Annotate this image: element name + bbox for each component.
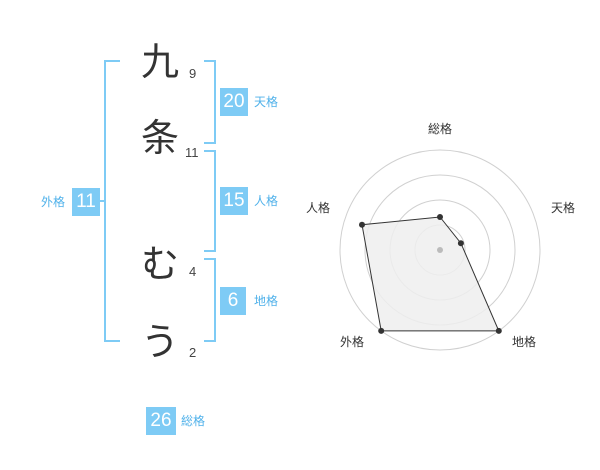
stroke-count-3: 4	[189, 264, 197, 279]
radar-label-jinkaku: 人格	[306, 200, 330, 215]
chikaku-value: 6	[220, 287, 246, 315]
radar-label-soukaku: 総格	[428, 121, 452, 136]
radar-area	[361, 216, 500, 332]
stroke-count-1: 9	[189, 66, 197, 81]
name-char-1: 九	[140, 40, 179, 84]
gaikaku-value: 11	[72, 188, 100, 216]
radar-point-4	[359, 221, 365, 228]
tenkaku-label: 天格	[254, 95, 279, 109]
radar-ring	[339, 149, 541, 351]
radar-point-1	[457, 240, 464, 247]
name-char-2: 条	[140, 116, 179, 160]
stroke-count-4: 2	[189, 345, 197, 360]
soukaku-label: 総格	[181, 414, 206, 428]
radar-label-gaikaku: 外格	[340, 334, 364, 349]
name-char-4: う	[140, 320, 179, 364]
gaikaku-connector	[100, 200, 106, 202]
soukaku-value: 26	[146, 407, 176, 435]
tenkaku-value: 20	[220, 88, 248, 116]
chikaku-bracket	[204, 258, 216, 342]
radar-label-tenkaku: 天格	[551, 200, 575, 215]
tenkaku-bracket	[204, 60, 216, 144]
gaikaku-label: 外格	[41, 195, 66, 209]
stroke-count-2: 11	[185, 145, 199, 160]
radar-point-0	[437, 214, 443, 220]
jinkaku-bracket	[204, 150, 216, 252]
radar-center-dot	[437, 247, 443, 253]
jinkaku-value: 15	[220, 187, 248, 215]
radar-point-2	[495, 327, 502, 334]
radar-label-chikaku: 地格	[512, 334, 536, 349]
chikaku-label: 地格	[254, 294, 279, 308]
jinkaku-label: 人格	[254, 194, 279, 208]
radar-point-3	[378, 327, 385, 334]
name-char-3: む	[140, 242, 179, 286]
